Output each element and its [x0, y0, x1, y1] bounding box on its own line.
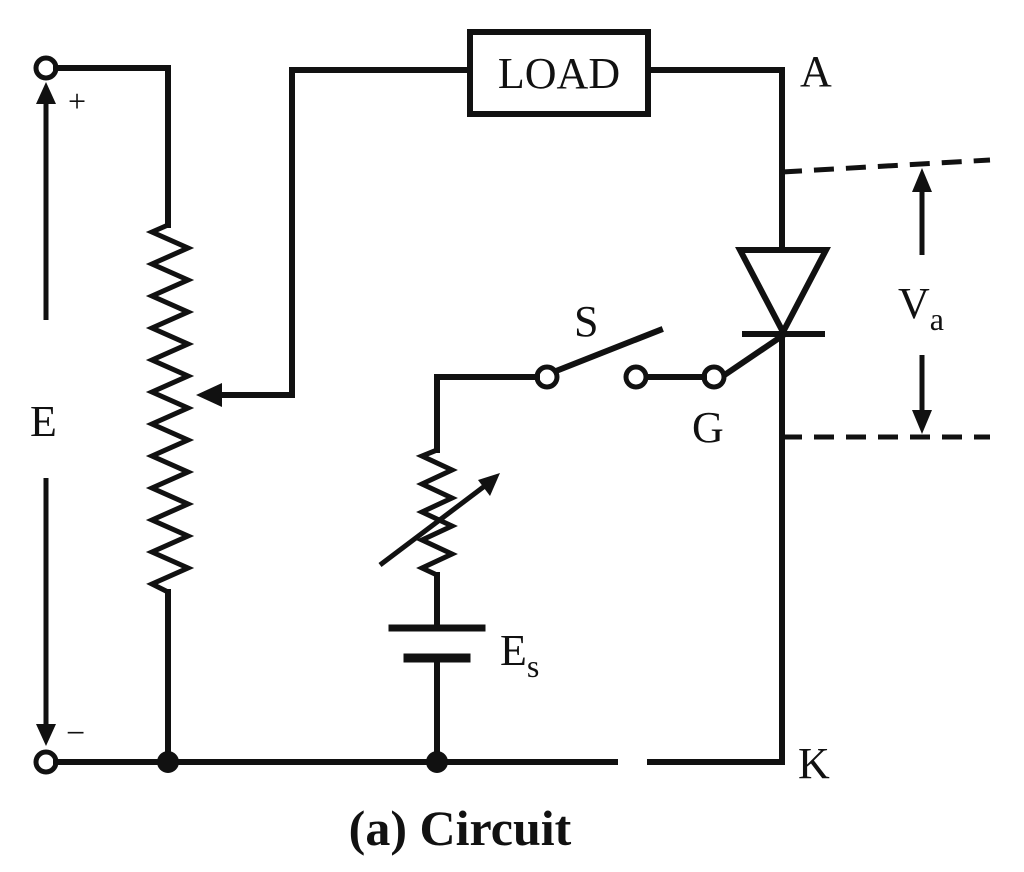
supply-minus-label: −	[66, 715, 85, 752]
switch-blade	[552, 326, 664, 375]
gate-label: G	[692, 403, 724, 452]
gate-circuit-top-wire	[434, 374, 540, 453]
variable-resistor-arrowhead	[478, 473, 500, 496]
load-box	[467, 29, 651, 117]
rheostat-wiper-arrow	[196, 383, 222, 407]
va-top-dash	[781, 157, 991, 175]
load-right-wire	[645, 67, 785, 253]
junction-dot-gate	[426, 751, 448, 773]
anode-label: A	[800, 47, 832, 96]
load-left-wire	[212, 67, 473, 398]
gate-supply-label: Es	[500, 626, 539, 684]
va-label: Va	[898, 279, 944, 337]
variable-resistor	[415, 447, 458, 578]
junction-dot-rheostat	[157, 751, 179, 773]
variable-resistor-arrow	[378, 480, 492, 567]
caption: (a) Circuit	[349, 800, 572, 856]
supply-top-wire	[53, 65, 171, 228]
supply-arrow-down-head	[36, 724, 56, 746]
va-arrow-down-head	[912, 410, 932, 434]
va-arrow-up-head	[912, 168, 932, 192]
load-label: LOAD	[498, 49, 620, 98]
switch-label: S	[574, 297, 598, 346]
switch-contact-right	[623, 364, 649, 390]
scr-anode-triangle	[735, 247, 831, 339]
cathode-label: K	[798, 739, 830, 788]
supply-label: E	[30, 397, 57, 446]
supply-arrow-up-head	[36, 82, 56, 104]
scr-gate-lead	[721, 331, 787, 379]
supply-plus-label: +	[68, 83, 86, 119]
rheostat-resistor	[145, 222, 195, 595]
